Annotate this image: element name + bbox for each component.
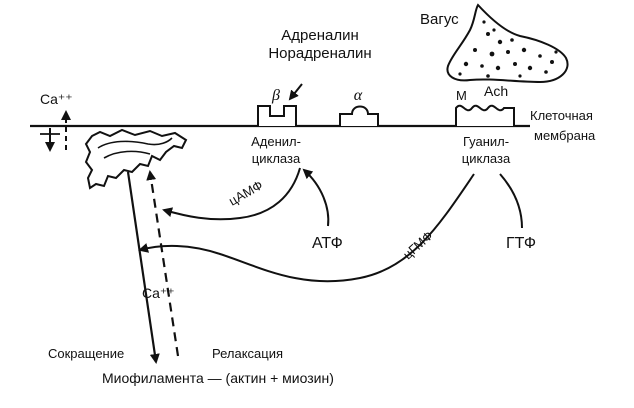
vesicle-dots — [458, 20, 558, 78]
camp-arrow — [162, 167, 301, 221]
alpha-receptor — [339, 105, 379, 126]
membrane-label-line2: мембрана — [534, 128, 596, 143]
vagus-nerve-terminal — [446, 3, 569, 84]
ach-label: Ach — [484, 83, 508, 99]
beta-label: β — [271, 87, 280, 104]
cgmp-arrow — [138, 173, 475, 283]
reticulum-fold — [97, 137, 173, 159]
myofilament-label: Миофиламента — (актин + миозин) — [102, 370, 334, 386]
relaxation-label: Релаксация — [212, 346, 283, 361]
adrenalin-label: Адреналин — [281, 27, 358, 44]
m-receptor — [455, 104, 515, 126]
m-receptor-label: M — [456, 88, 467, 103]
gtp-link — [499, 173, 523, 229]
contraction-arrow — [126, 171, 160, 364]
adenylcyclase-label-line2: циклаза — [252, 151, 301, 166]
adenylcyclase-label-line1: Аденил- — [251, 134, 301, 149]
relaxation-arrow — [146, 170, 180, 357]
guanylcyclase-label-line1: Гуанил- — [463, 134, 509, 149]
vagus-label: Вагус — [420, 11, 459, 28]
ca-top-label: Ca⁺⁺ — [40, 91, 73, 107]
adrenalin-arrow — [288, 83, 303, 101]
atp-arrow — [302, 168, 330, 227]
contraction-label: Сокращение — [48, 346, 124, 361]
noradrenalin-label: Норадреналин — [268, 45, 371, 62]
membrane-label-line1: Клеточная — [530, 108, 593, 123]
atp-label: АТФ — [312, 235, 343, 252]
beta-receptor — [257, 105, 297, 126]
alpha-label: α — [354, 87, 363, 104]
camp-label: цАМФ — [226, 177, 265, 208]
ca-mid-label: Ca⁺⁺ — [142, 285, 175, 301]
gtp-label: ГТФ — [506, 235, 536, 252]
guanylcyclase-label-line2: циклаза — [462, 151, 511, 166]
